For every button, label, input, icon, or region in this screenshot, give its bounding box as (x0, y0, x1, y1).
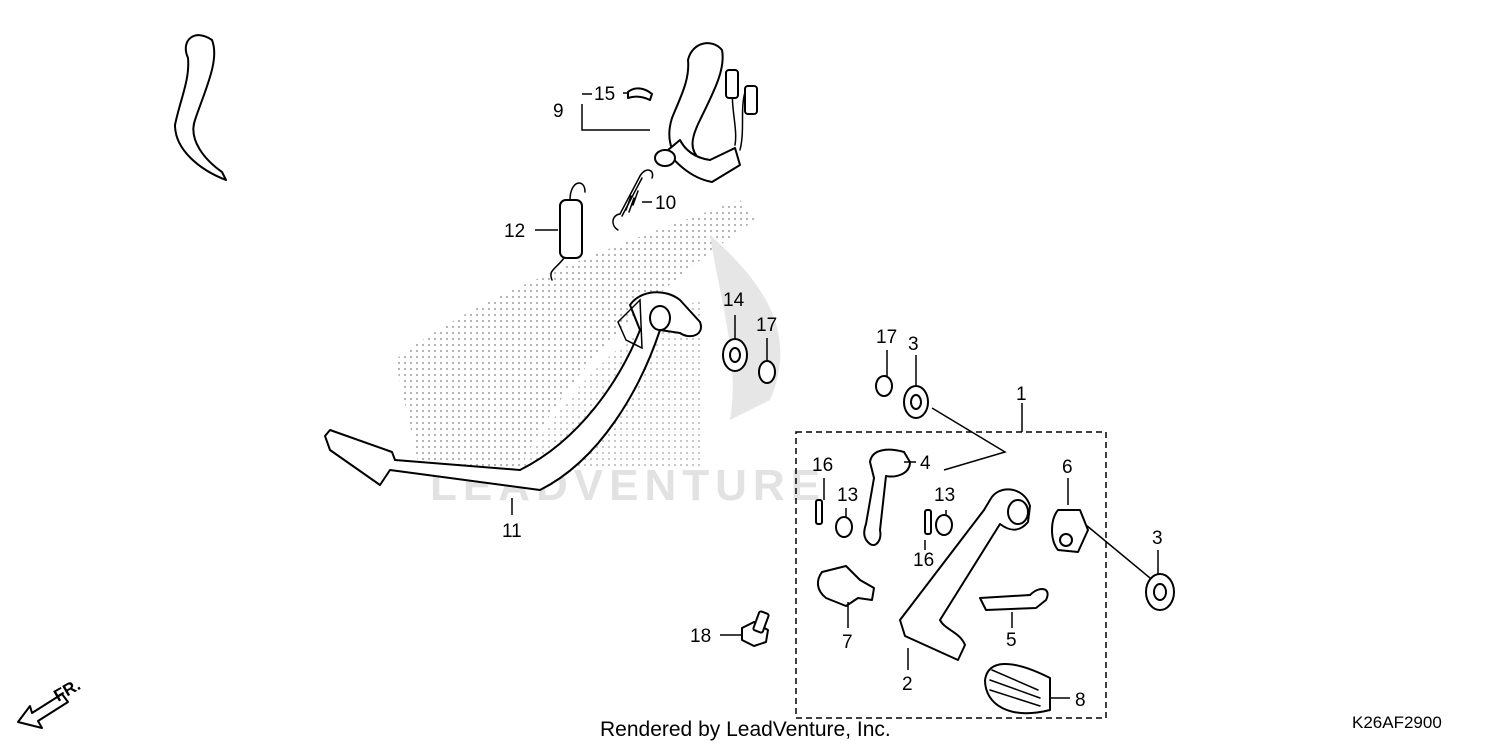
part-1-assembly-box (795, 431, 1107, 719)
callout-14: 14 (723, 290, 745, 311)
callout-3b: 3 (1152, 528, 1163, 549)
render-credit: Rendered by LeadVenture, Inc. (600, 718, 891, 741)
part-11-brake-pedal[interactable] (324, 291, 702, 491)
front-arrow-icon (17, 693, 69, 729)
leaders (511, 92, 1159, 699)
part-13-washer-b[interactable] (935, 514, 953, 536)
part-13-washer-a[interactable] (835, 516, 853, 538)
part-14-washer[interactable] (722, 338, 748, 372)
watermark: LEADVENTURE (395, 200, 820, 510)
callout-6: 6 (1062, 457, 1073, 478)
callout-2: 2 (902, 674, 913, 695)
callout-8: 8 (1075, 690, 1086, 711)
front-direction-arrow: FR. (17, 675, 84, 729)
callout-12: 12 (504, 221, 525, 242)
callout-18: 18 (690, 626, 711, 647)
callout-15: 15 (594, 84, 615, 105)
callout-7: 7 (842, 632, 853, 653)
part-7-rod-end[interactable] (816, 565, 875, 607)
diagram-code: K26AF2900 (1352, 713, 1442, 732)
part-15-clip[interactable] (627, 87, 653, 101)
callout-1: 1 (1016, 384, 1027, 405)
callout-9: 9 (553, 101, 564, 122)
callout-5: 5 (1006, 630, 1017, 651)
part-16-pin-b[interactable] (924, 509, 932, 535)
callout-13b: 13 (934, 485, 955, 506)
part-10-spring[interactable] (612, 169, 654, 231)
callout-4: 4 (920, 453, 931, 474)
part-17-clip-a[interactable] (758, 360, 776, 384)
part-6-rod-end[interactable] (1051, 509, 1089, 553)
part-12-spring[interactable] (550, 182, 586, 281)
part-3-washer-b[interactable] (1145, 573, 1175, 611)
callout-13a: 13 (837, 485, 858, 506)
part-4-link[interactable] (863, 448, 911, 546)
part-16-pin-a[interactable] (815, 499, 823, 525)
part-9-harness[interactable] (174, 34, 758, 183)
callout-16b: 16 (913, 550, 934, 571)
part-17-clip-b[interactable] (875, 375, 893, 397)
callout-17b: 17 (876, 327, 897, 348)
part-2-shift-lever[interactable] (899, 488, 1031, 661)
callout-16a: 16 (812, 455, 833, 476)
part-18-bolt[interactable] (741, 610, 770, 647)
callout-11: 11 (502, 521, 522, 542)
callouts: 1 2 3 3 4 5 6 7 8 9 10 11 12 13 13 14 15… (502, 84, 1163, 711)
callout-17a: 17 (756, 315, 777, 336)
callout-10: 10 (655, 193, 676, 214)
part-5-rod[interactable] (979, 588, 1049, 611)
part-8-rubber[interactable] (984, 663, 1051, 715)
part-3-washer-a[interactable] (903, 385, 929, 419)
callout-3a: 3 (908, 334, 919, 355)
